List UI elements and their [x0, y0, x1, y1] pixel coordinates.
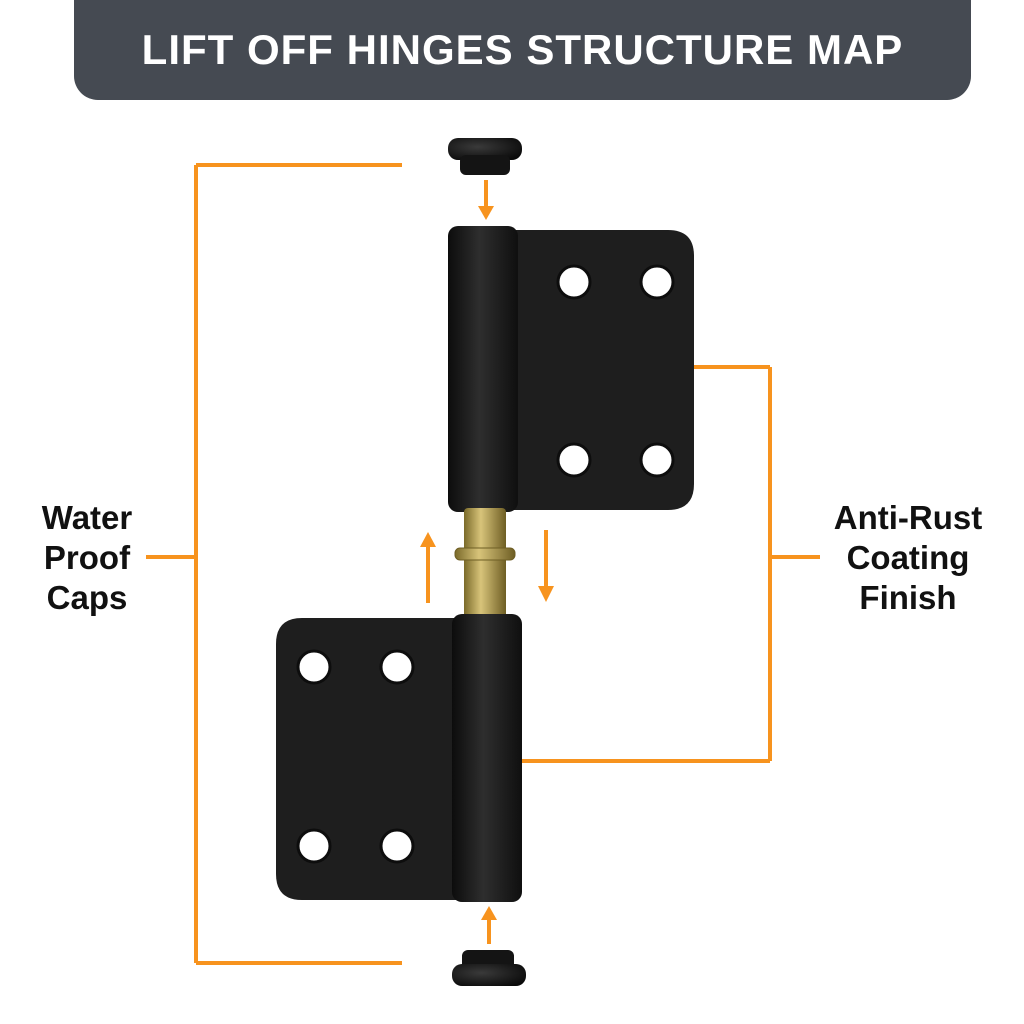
hinge-pin: [454, 508, 516, 618]
arrow-down-top-icon: [478, 180, 494, 220]
page-title: LIFT OFF HINGES STRUCTURE MAP: [141, 26, 904, 73]
title-banner: LIFT OFF HINGES STRUCTURE MAP: [74, 0, 971, 100]
callout-line: Caps: [46, 579, 128, 616]
callout-line: Proof: [43, 539, 131, 576]
arrow-down-middle-icon: [538, 530, 554, 602]
lower-hinge-leaf: [276, 614, 522, 902]
callout-water-proof-caps: Water Proof Caps: [22, 498, 152, 618]
upper-hinge-leaf: [448, 226, 694, 512]
callout-line: Coating: [846, 539, 970, 576]
callout-line: Water: [41, 499, 133, 536]
bottom-cap: [452, 950, 526, 986]
top-cap: [448, 138, 522, 175]
left-bracket: [146, 163, 402, 965]
callout-line: Finish: [859, 579, 957, 616]
arrow-up-bottom-icon: [481, 906, 497, 944]
callout-line: Anti-Rust: [833, 499, 983, 536]
arrow-up-middle-icon: [420, 532, 436, 603]
callout-anti-rust-coating: Anti-Rust Coating Finish: [812, 498, 1004, 618]
